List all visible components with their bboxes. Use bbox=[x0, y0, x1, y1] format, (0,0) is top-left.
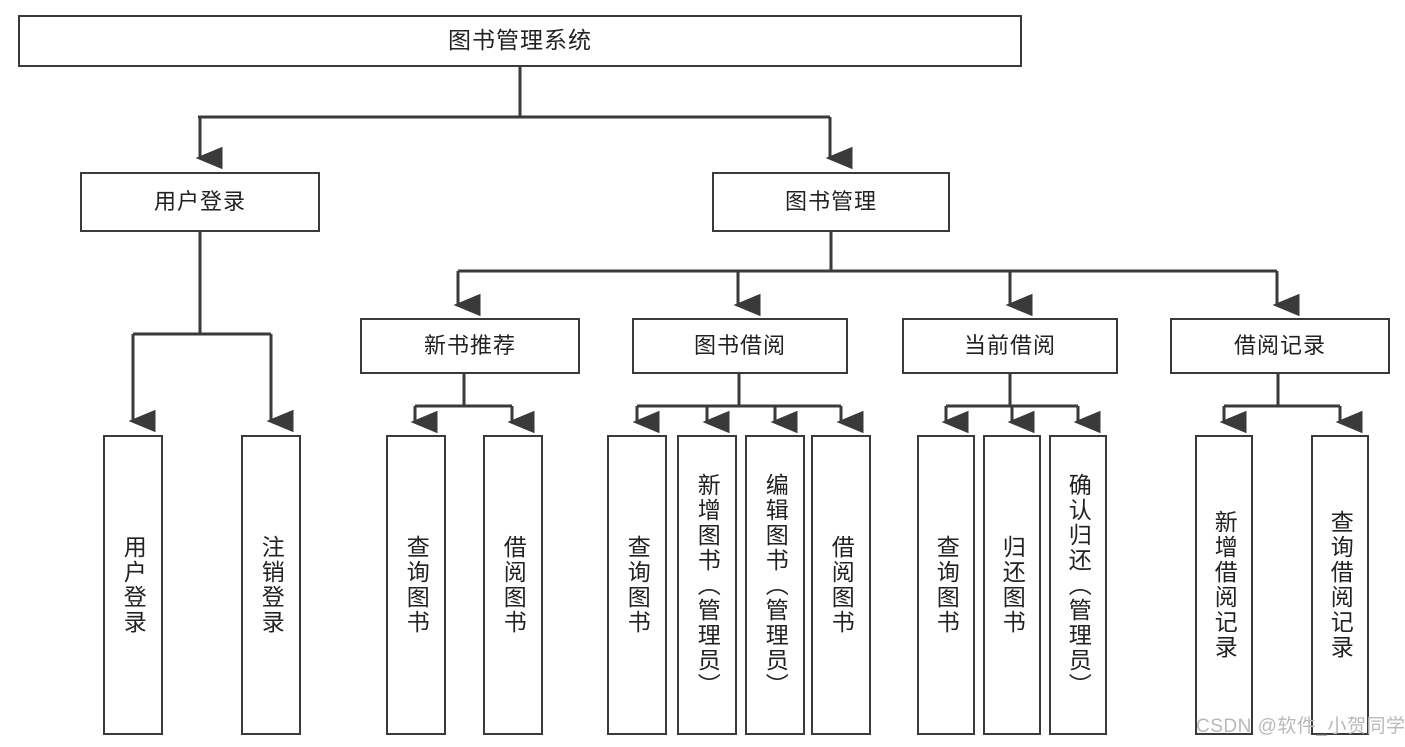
node-user-login[interactable]: 用户登录 bbox=[80, 172, 320, 232]
node-borrow-record[interactable]: 借阅记录 bbox=[1170, 318, 1390, 374]
node-leaf-edit-book[interactable]: 编辑图书（管理员） bbox=[745, 435, 805, 735]
node-leaf-query-book-1[interactable]: 查询图书 bbox=[386, 435, 446, 735]
node-leaf-query-book-3[interactable]: 查询图书 bbox=[917, 435, 975, 735]
node-leaf-add-record[interactable]: 新增借阅记录 bbox=[1195, 435, 1253, 735]
node-leaf-borrow-book-1[interactable]: 借阅图书 bbox=[483, 435, 543, 735]
node-leaf-user-logout[interactable]: 注销登录 bbox=[241, 435, 301, 735]
node-root-title[interactable]: 图书管理系统 bbox=[18, 15, 1022, 67]
node-leaf-add-book[interactable]: 新增图书（管理员） bbox=[677, 435, 737, 735]
node-leaf-return-book[interactable]: 归还图书 bbox=[983, 435, 1041, 735]
node-leaf-user-login[interactable]: 用户登录 bbox=[103, 435, 163, 735]
node-current-borrow[interactable]: 当前借阅 bbox=[902, 318, 1118, 374]
node-leaf-confirm-return[interactable]: 确认归还（管理员） bbox=[1049, 435, 1107, 735]
node-leaf-borrow-book-2[interactable]: 借阅图书 bbox=[811, 435, 871, 735]
node-book-borrow[interactable]: 图书借阅 bbox=[632, 318, 848, 374]
csdn-watermark: CSDN @软件_小贺同学 bbox=[1196, 716, 1405, 737]
node-book-manage[interactable]: 图书管理 bbox=[712, 172, 950, 232]
node-new-book-recommend[interactable]: 新书推荐 bbox=[360, 318, 580, 374]
node-leaf-query-book-2[interactable]: 查询图书 bbox=[607, 435, 667, 735]
node-leaf-query-record[interactable]: 查询借阅记录 bbox=[1311, 435, 1369, 735]
